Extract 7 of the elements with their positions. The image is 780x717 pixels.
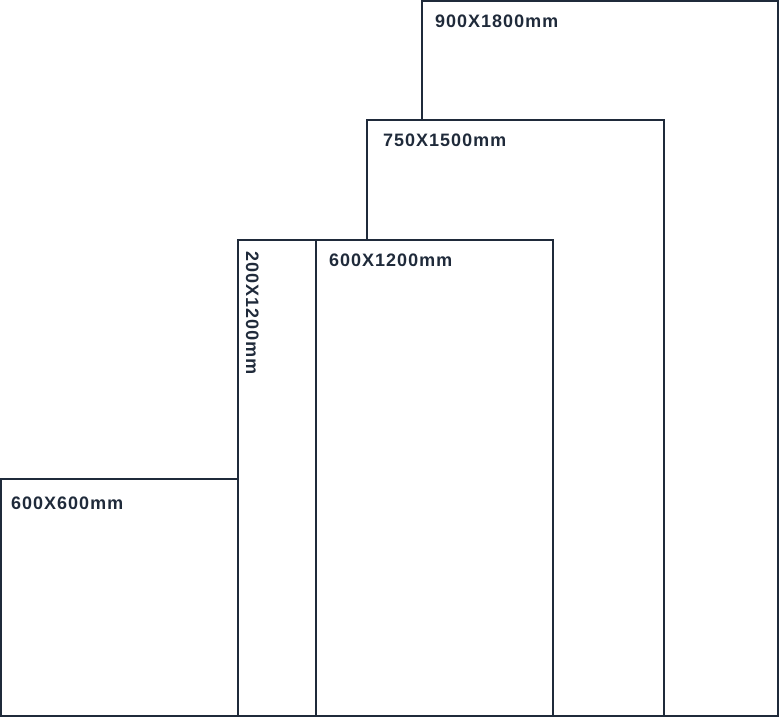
size-label: 200X1200mm [243,251,261,376]
size-rectangle [0,478,239,717]
size-label: 750X1500mm [383,131,508,149]
size-label: 600X600mm [11,494,124,512]
size-label: 600X1200mm [329,251,454,269]
size-rectangle [315,239,554,717]
size-label: 900X1800mm [435,12,560,30]
